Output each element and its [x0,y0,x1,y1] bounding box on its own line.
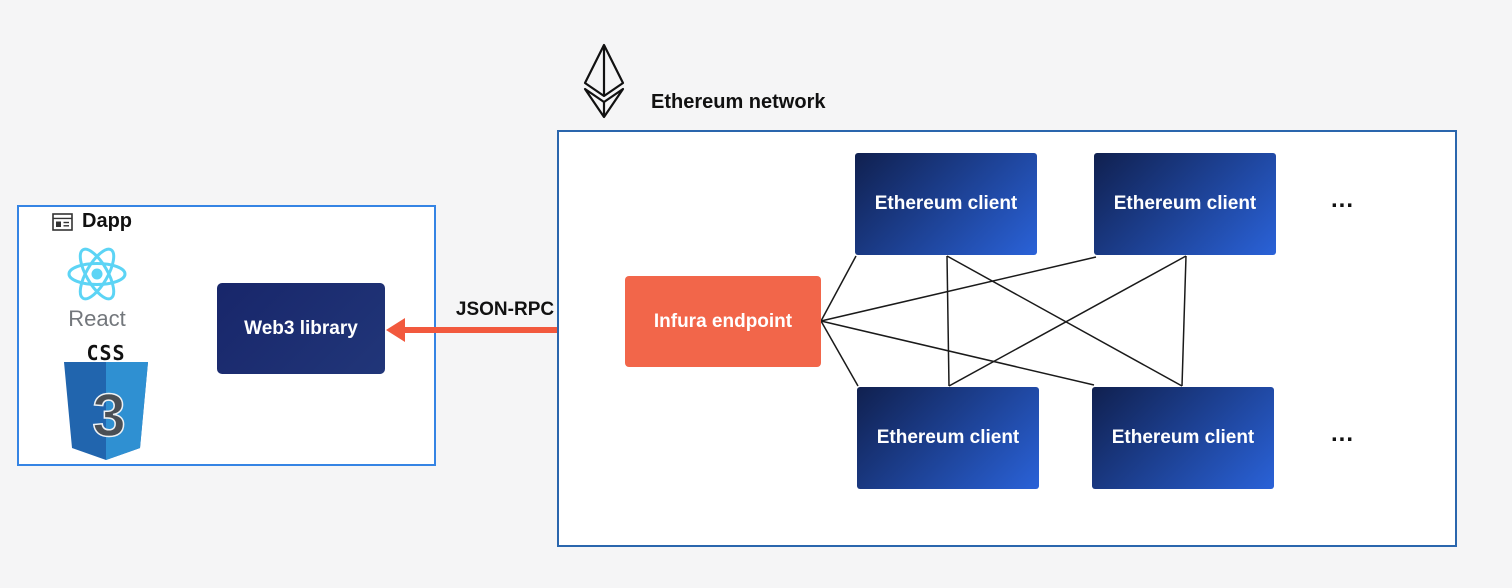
ethereum-client-label: Ethereum client [1113,193,1257,214]
react-logo-wrap [64,244,130,309]
css-logo-text: CSS [86,341,126,365]
web3-library-box: Web3 library [217,283,385,374]
react-label: React [68,306,126,331]
more-clients-ellipsis-bottom: ... [1331,420,1355,447]
css3-shield-icon: 3 [58,362,154,467]
ethereum-client-box-4: Ethereum client [1092,387,1274,489]
ethereum-client-label: Ethereum client [876,427,1020,448]
ethereum-client-box-3: Ethereum client [857,387,1039,489]
css3-numeral: 3 [92,382,125,449]
infura-endpoint-label: Infura endpoint [653,310,793,332]
browser-window-icon [52,212,73,231]
react-icon [67,247,127,301]
ethereum-client-label: Ethereum client [1111,427,1255,448]
ethereum-network-title: Ethereum network [651,91,826,113]
web3-library-label: Web3 library [244,317,358,339]
ethereum-client-label: Ethereum client [874,193,1018,214]
ethereum-logo-icon [583,43,625,119]
infura-endpoint-box: Infura endpoint [625,276,821,367]
dapp-header: Dapp [52,210,132,233]
jsonrpc-label: JSON-RPC [455,299,555,320]
ethereum-client-box-2: Ethereum client [1094,153,1276,255]
ethereum-client-box-1: Ethereum client [855,153,1037,255]
dapp-title: Dapp [82,210,132,232]
more-clients-ellipsis-top: ... [1331,186,1355,213]
